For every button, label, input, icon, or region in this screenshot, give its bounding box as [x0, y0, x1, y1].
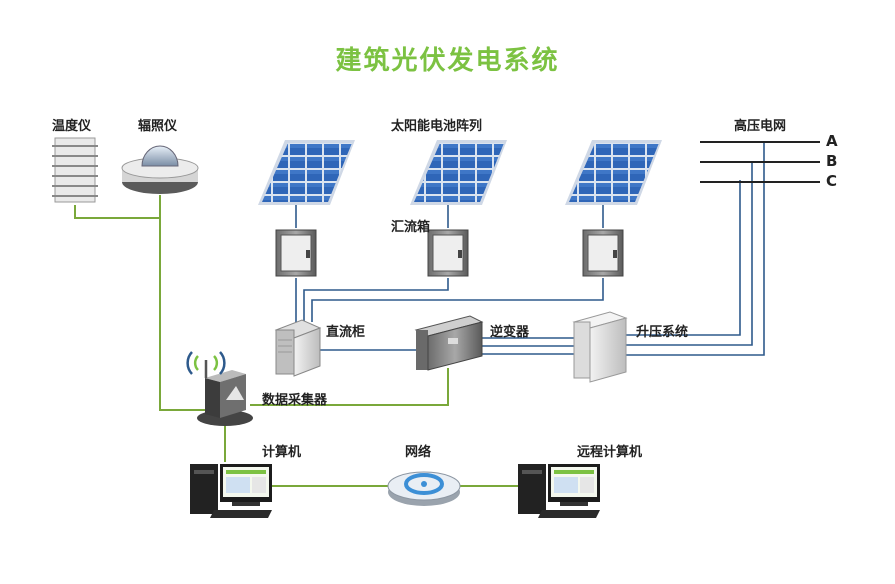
sensor-wire-thermometer [74, 205, 160, 219]
phase-label-b: B [826, 152, 838, 170]
step-up-transformer-icon [572, 311, 628, 383]
label-computer: 计算机 [262, 445, 302, 460]
combiner-box-3-icon [582, 229, 624, 277]
phase-label-c: C [826, 172, 838, 190]
network-icon [387, 471, 461, 506]
phase-label-a: A [826, 132, 838, 150]
label-solar-array: 太阳能电池阵列 [391, 119, 483, 134]
computer-icon [190, 464, 272, 518]
data-collector-icon [197, 370, 253, 426]
label-dc-cabinet: 直流柜 [326, 325, 366, 340]
diagram-title: 建筑光伏发电系统 [335, 46, 560, 76]
label-data-collector: 数据采集器 [262, 393, 328, 408]
combiner-box-1-icon [275, 229, 317, 277]
label-grid: 高压电网 [734, 119, 787, 134]
label-irradiance-meter: 辐照仪 [138, 119, 178, 134]
antenna-icon [186, 351, 226, 378]
combiner-box-2-icon [427, 229, 469, 277]
irradiance-meter-icon [121, 145, 199, 194]
label-remote-computer: 远程计算机 [577, 445, 643, 460]
label-thermometer: 温度仪 [52, 119, 92, 134]
solar-panel-2-icon [410, 140, 507, 205]
remote-computer-icon [518, 464, 600, 518]
solar-panel-1-icon [258, 140, 355, 205]
solar-panel-3-icon [565, 140, 662, 205]
collector-to-inverter-wire [250, 368, 449, 406]
label-inverter: 逆变器 [490, 325, 530, 340]
grid-lines [700, 141, 820, 183]
inverter-icon [414, 315, 484, 371]
sensor-wire-irradiance [159, 195, 205, 411]
blue-wires [295, 142, 765, 356]
label-network: 网络 [405, 445, 432, 460]
label-combiner-box: 汇流箱 [391, 220, 431, 235]
thermometer-icon [52, 137, 98, 203]
dc-cabinet-icon [274, 319, 322, 377]
label-step-up: 升压系统 [636, 325, 689, 340]
green-wires [74, 195, 518, 487]
